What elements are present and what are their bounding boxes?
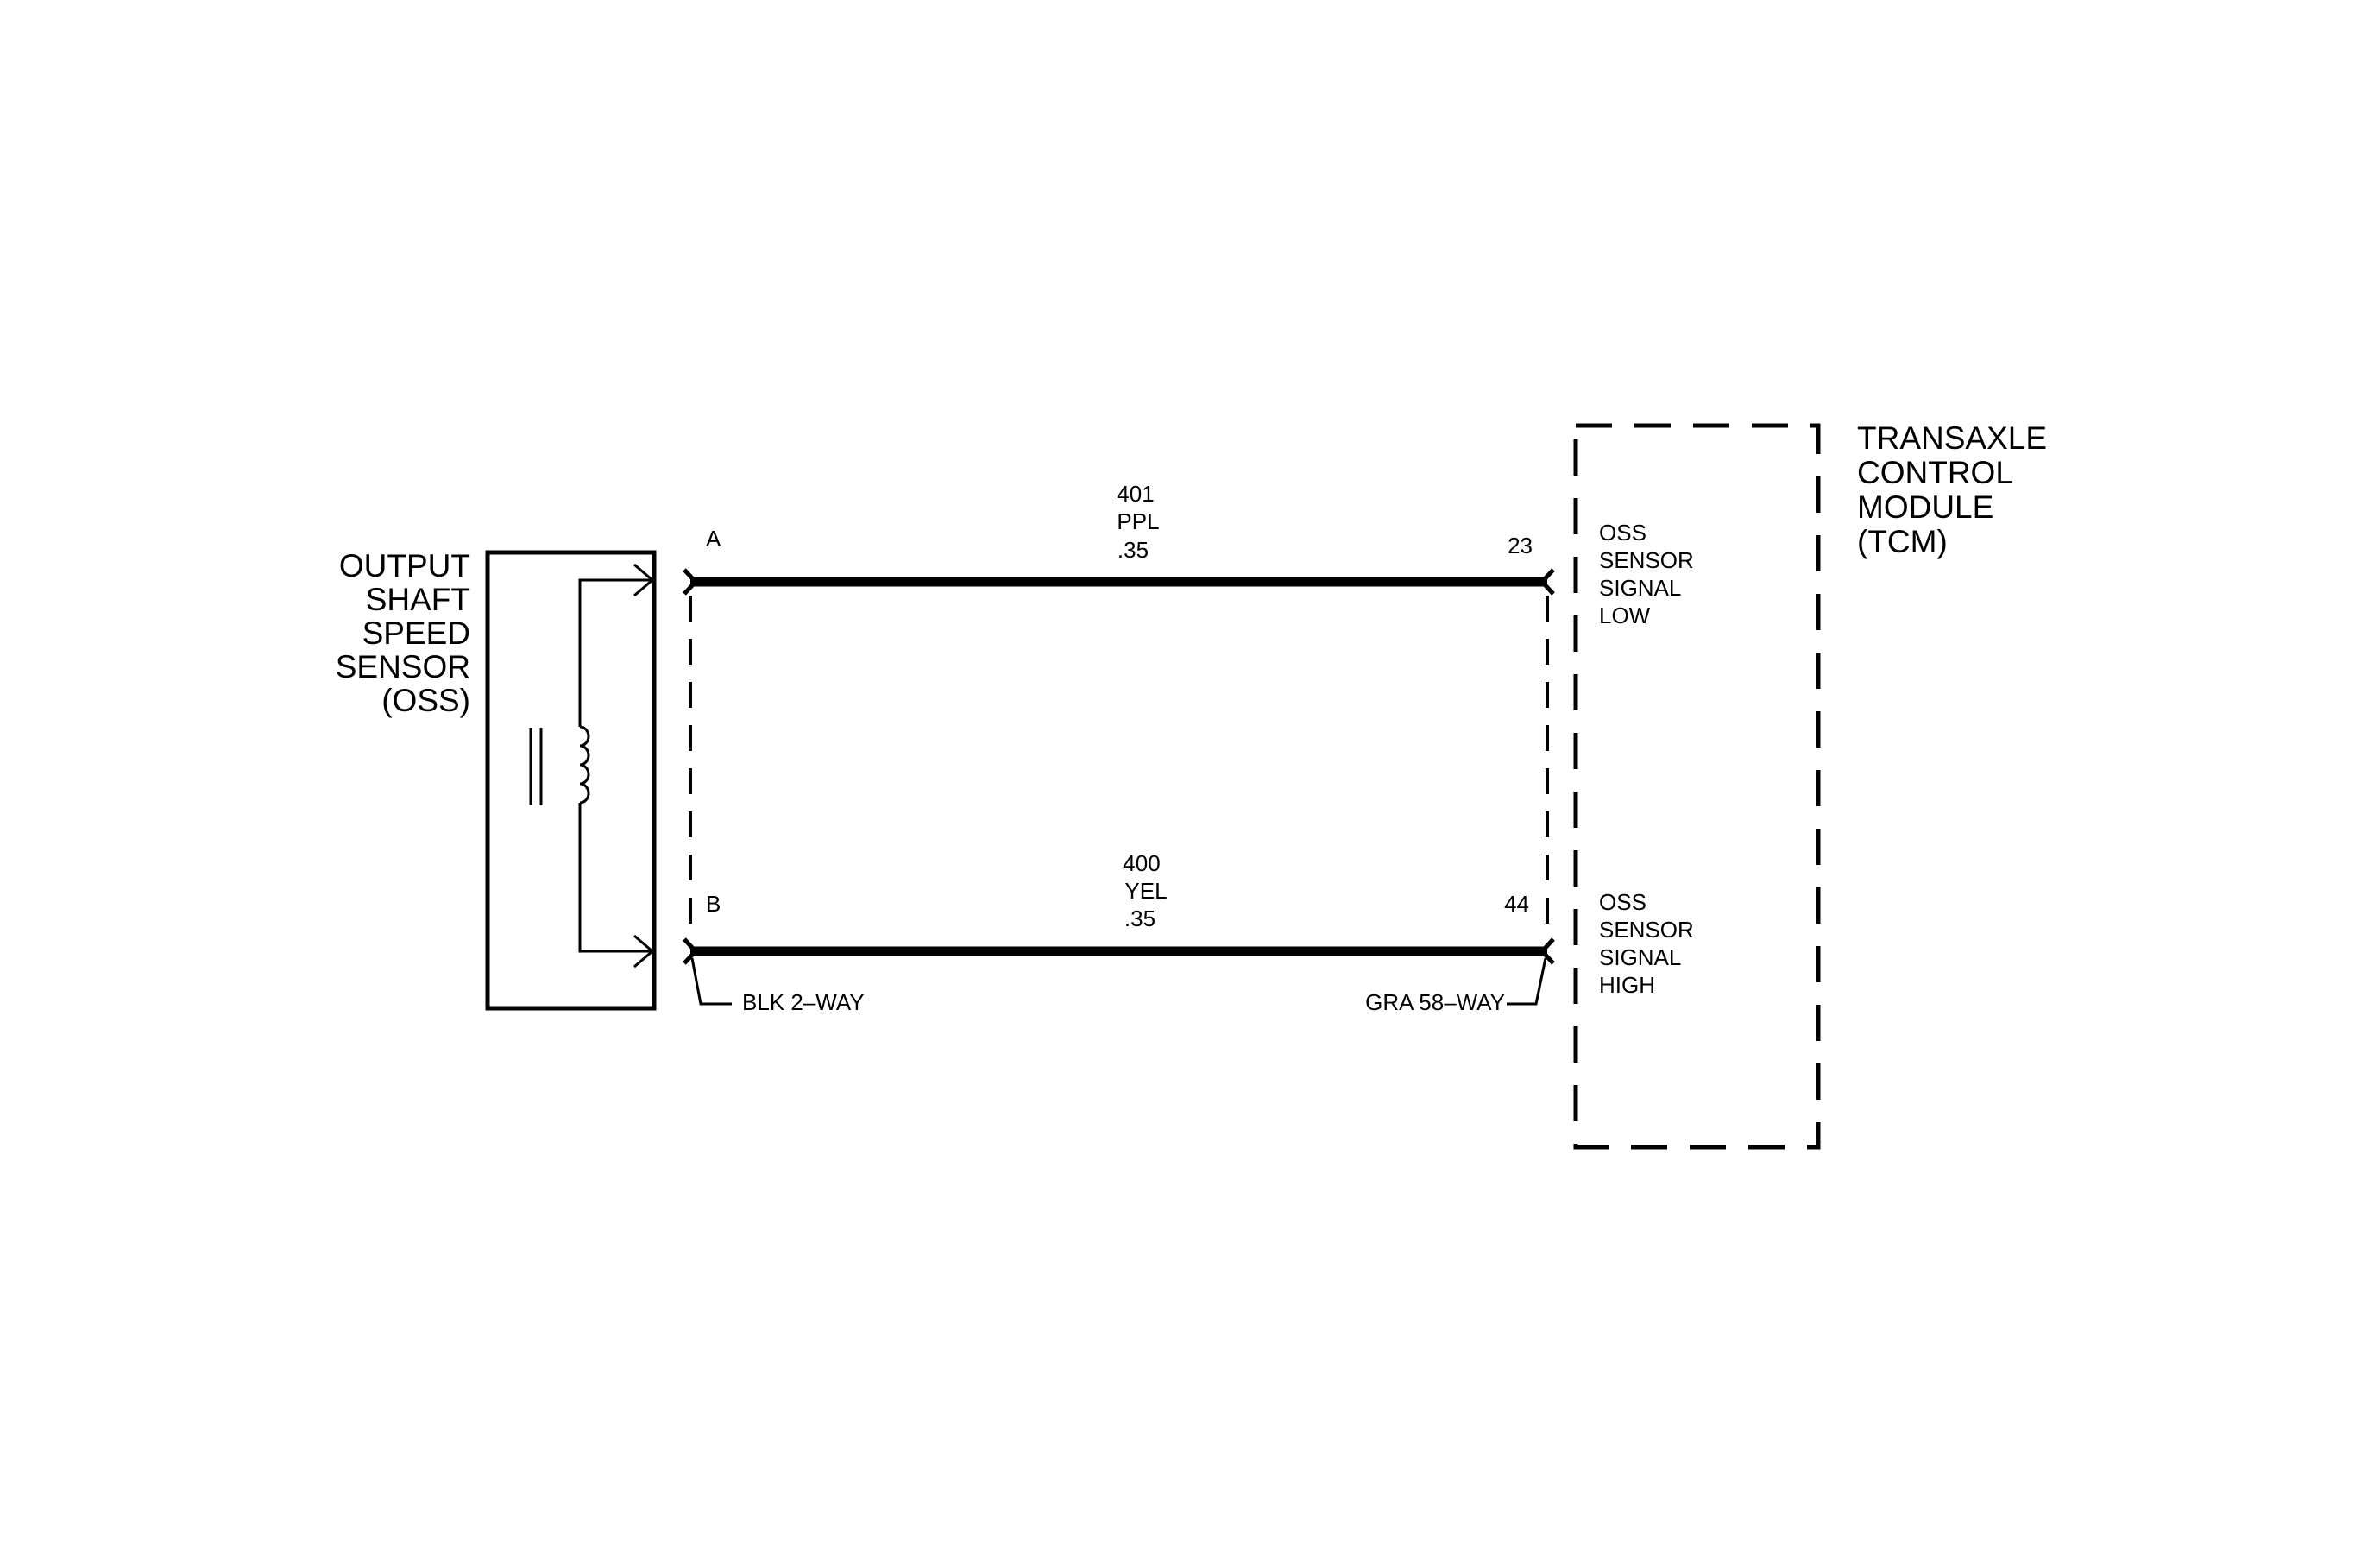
tcm-name-line: CONTROL	[1857, 455, 2013, 490]
circuit-number: 401	[1117, 481, 1154, 507]
sensor-name-line: SHAFT	[366, 582, 470, 617]
tcm-name-line: (TCM)	[1857, 524, 1948, 559]
circuit-401: A 401 PPL .35 23	[683, 481, 1555, 596]
sensor-name-line: OUTPUT	[339, 548, 470, 584]
sensor-coil	[578, 563, 655, 969]
pin-function-line: HIGH	[1599, 972, 1655, 998]
sensor-name-line: (OSS)	[381, 683, 470, 718]
connector-terminal-icon	[683, 568, 699, 596]
sensor-name-line: SPEED	[362, 615, 470, 651]
module-connector-label: GRA 58–WAY	[1365, 989, 1505, 1015]
tcm-module: TRANSAXLE CONTROL MODULE (TCM) OSS SENSO…	[1573, 420, 2047, 1150]
wire-gauge: .35	[1118, 537, 1149, 563]
connector-terminal-icon	[1539, 568, 1555, 596]
pin-function-line: OSS	[1599, 520, 1646, 546]
tcm-name-line: MODULE	[1857, 489, 1993, 525]
tcm-name-line: TRANSAXLE	[1857, 420, 2047, 456]
module-pin-label: 44	[1504, 891, 1529, 917]
callout-leader	[690, 957, 732, 1006]
wire-color: YEL	[1124, 878, 1167, 904]
wire-gauge: .35	[1124, 906, 1155, 931]
pin-function-line: SIGNAL	[1599, 944, 1681, 970]
circuit-number: 400	[1123, 850, 1160, 876]
connector-terminal-icon	[1539, 937, 1555, 965]
module-pin-label: 23	[1508, 533, 1533, 558]
sensor-pin-label: A	[706, 526, 721, 552]
sensor-name-line: SENSOR	[336, 649, 470, 685]
callout-leader	[1507, 957, 1547, 1006]
sensor-pin-label: B	[706, 891, 721, 917]
oss-sensor: OUTPUT SHAFT SPEED SENSOR (OSS)	[336, 548, 657, 1011]
circuit-400: B 400 YEL .35 44	[683, 850, 1555, 965]
pin-function-line: OSS	[1599, 889, 1646, 915]
sensor-connector-label: BLK 2–WAY	[742, 989, 865, 1015]
pin-function-line: LOW	[1599, 603, 1651, 628]
connector-callouts: BLK 2–WAY GRA 58–WAY	[690, 957, 1547, 1015]
connector-terminal-icon	[683, 937, 699, 965]
pin-function-line: SENSOR	[1599, 547, 1694, 573]
pin-function-line: SIGNAL	[1599, 575, 1681, 601]
wire-color: PPL	[1117, 508, 1159, 534]
pin-function-line: SENSOR	[1599, 917, 1694, 943]
sensor-housing	[485, 550, 657, 1011]
connector-outline	[689, 596, 1549, 937]
tcm-housing	[1573, 423, 1821, 1150]
